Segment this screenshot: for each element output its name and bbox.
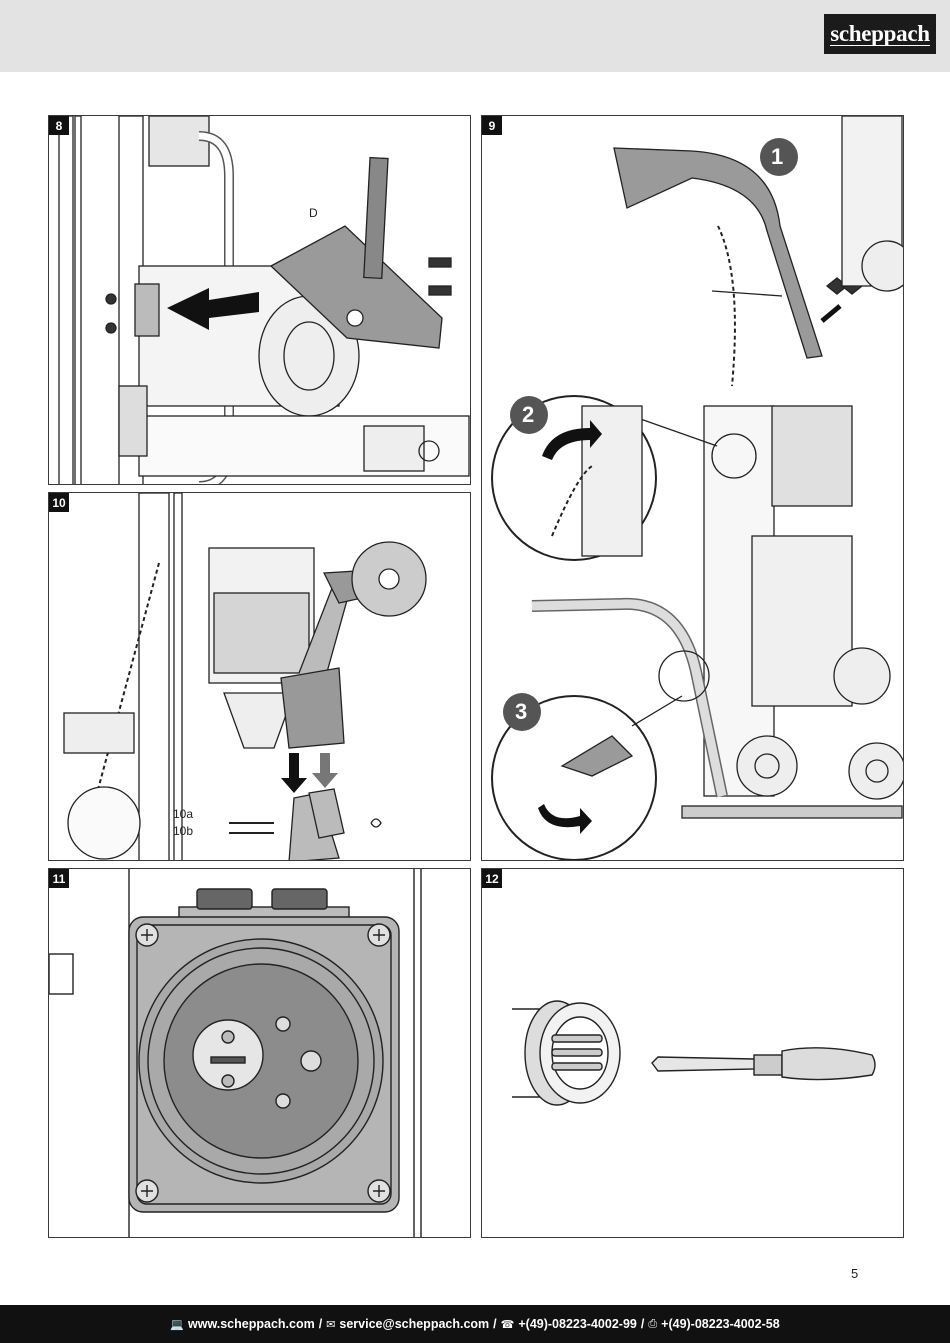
footer-email[interactable]: service@scheppach.com	[339, 1317, 490, 1331]
figure-badge: 8	[49, 116, 69, 135]
footer-separator: /	[493, 1317, 497, 1331]
fax-icon: ⎙	[648, 1317, 658, 1330]
header-bar: scheppach	[0, 0, 950, 72]
mail-icon: ✉	[326, 1317, 336, 1331]
figure-8-illustration	[58, 116, 470, 484]
footer-bar: 💻 www.scheppach.com / ✉ service@scheppac…	[0, 1305, 950, 1343]
figure-12-illustration	[512, 1000, 876, 1106]
figure-11-illustration	[49, 869, 422, 1237]
figure-11: 11	[48, 868, 471, 1238]
figure-badge: 9	[482, 116, 502, 135]
step-1-label: 1	[771, 144, 784, 169]
computer-icon: 💻	[170, 1317, 185, 1331]
brand-logo[interactable]: scheppach	[824, 14, 936, 54]
footer-separator: /	[640, 1317, 645, 1331]
step-2-label: 2	[522, 402, 535, 427]
logo-text: scheppach	[830, 20, 930, 46]
step-3-label: 3	[515, 699, 528, 724]
figure-12: 12	[481, 868, 904, 1238]
phone-icon: ☎	[500, 1317, 515, 1331]
figure-badge: 10	[49, 493, 69, 512]
figure-badge: 11	[49, 869, 69, 888]
footer-website[interactable]: www.scheppach.com	[188, 1317, 315, 1331]
figure-10: 10 10a 10b	[48, 492, 471, 861]
callout-10a: 10a	[173, 807, 194, 821]
figure-9: 9	[481, 115, 904, 861]
footer-separator: /	[318, 1317, 323, 1331]
figure-10-illustration	[63, 493, 427, 860]
footer-fax: +(49)-08223-4002-58	[661, 1317, 780, 1331]
callout-10b: 10b	[173, 824, 194, 838]
figure-9-illustration	[491, 116, 903, 860]
page-number: 5	[851, 1266, 859, 1281]
figure-8: 8 D	[48, 115, 471, 485]
callout-d: D	[309, 206, 318, 220]
figure-badge: 12	[482, 869, 502, 888]
footer-phone[interactable]: +(49)-08223-4002-99	[518, 1317, 637, 1331]
